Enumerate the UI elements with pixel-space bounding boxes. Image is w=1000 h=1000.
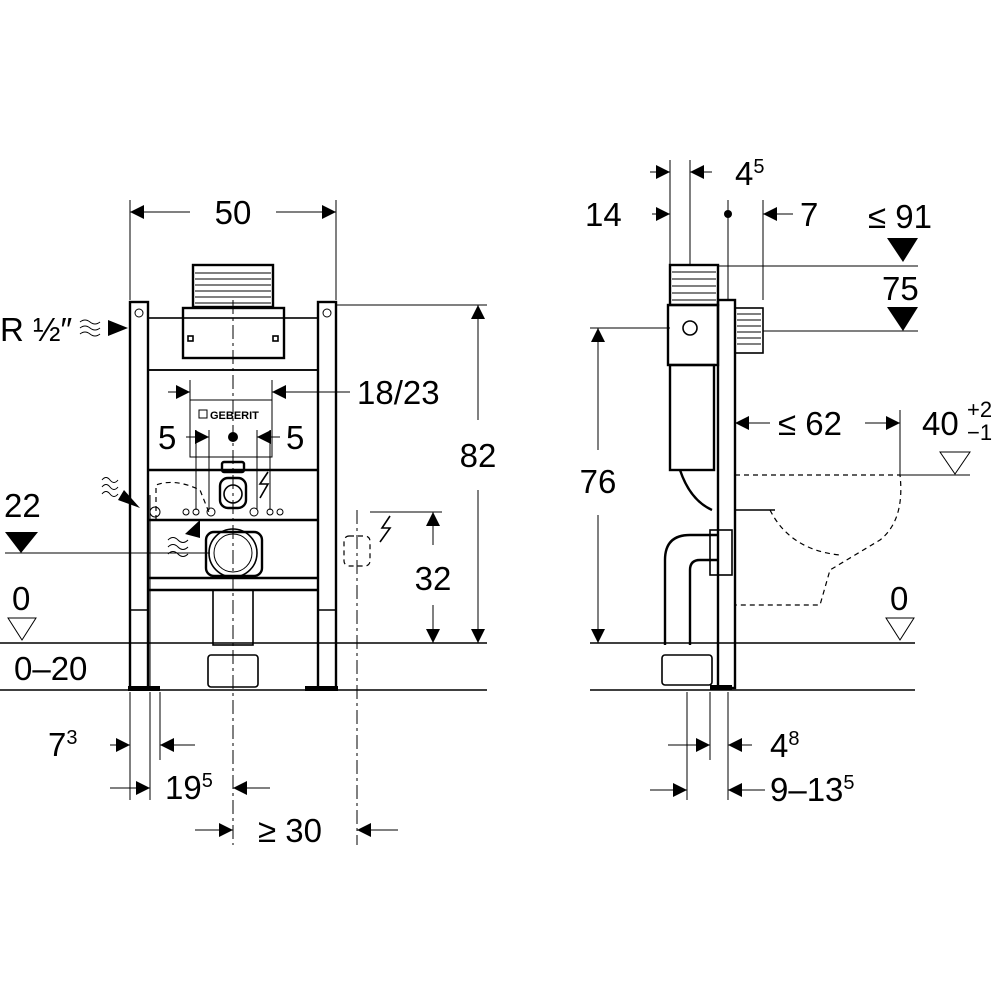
left-post xyxy=(128,300,150,690)
power-outlet-box xyxy=(343,535,371,567)
front-view: GEBERIT 50 82 xyxy=(0,194,496,849)
floor-range-label: 0–20 xyxy=(14,650,87,687)
dim-height-75: 75 xyxy=(882,270,919,307)
dim-button-left: 5 xyxy=(158,419,176,456)
dim-depth-7: 7 xyxy=(800,196,818,233)
water-icon xyxy=(79,319,101,337)
dim-post-offset: 73 xyxy=(48,726,77,763)
seat-tol-minus: −1 xyxy=(967,420,992,445)
dim-depth-14: 14 xyxy=(585,196,622,233)
dim-flush-plate: 18/23 xyxy=(357,374,440,411)
side-frame xyxy=(716,298,737,690)
side-drain-elbow xyxy=(663,533,718,645)
level-marker-filled xyxy=(5,532,38,553)
dim-height-76: 76 xyxy=(580,463,617,500)
supply-thread-label: R ½″ xyxy=(0,311,73,348)
side-view: 45 14 7 ≤ 91 75 76 ≤ 62 40 +2 −1 0 xyxy=(580,155,992,808)
dim-drain-height: 32 xyxy=(415,560,452,597)
drain-connector xyxy=(204,530,264,578)
dim-bottom-4-8: 48 xyxy=(770,727,799,764)
dim-depth-top: 45 xyxy=(735,155,764,192)
right-post xyxy=(316,300,338,690)
side-cistern xyxy=(668,363,716,472)
dim-bottom-range: 9–135 xyxy=(770,771,855,808)
level-marker-hollow xyxy=(7,617,37,641)
seat-level-marker xyxy=(939,451,971,475)
seat-tol-plus: +2 xyxy=(967,397,992,422)
right-foot xyxy=(305,686,338,691)
dim-button-right: 5 xyxy=(286,419,304,456)
flush-plate-outline xyxy=(189,399,273,458)
water-level-label: 22 xyxy=(4,487,41,524)
wc-bowl-outline xyxy=(735,474,902,606)
dim-height: 82 xyxy=(460,437,497,474)
water-icon-2 xyxy=(101,477,119,497)
dim-width: 50 xyxy=(215,194,252,231)
left-foot xyxy=(128,686,160,691)
power-icon xyxy=(379,515,392,543)
power-icon-inner xyxy=(258,471,270,499)
dim-drain-offset: 195 xyxy=(165,769,213,806)
brand-logo: GEBERIT xyxy=(210,410,259,422)
dim-power-distance: ≥ 30 xyxy=(258,812,322,849)
side-wall-box xyxy=(734,307,764,354)
dim-seat-height: 40 xyxy=(922,405,959,442)
floor-level-label: 0 xyxy=(12,580,30,617)
dim-max-height: ≤ 91 xyxy=(868,198,932,235)
dim-bowl-projection: ≤ 62 xyxy=(778,405,842,442)
side-floor-level-label: 0 xyxy=(890,580,908,617)
side-cistern-cover xyxy=(668,263,720,307)
